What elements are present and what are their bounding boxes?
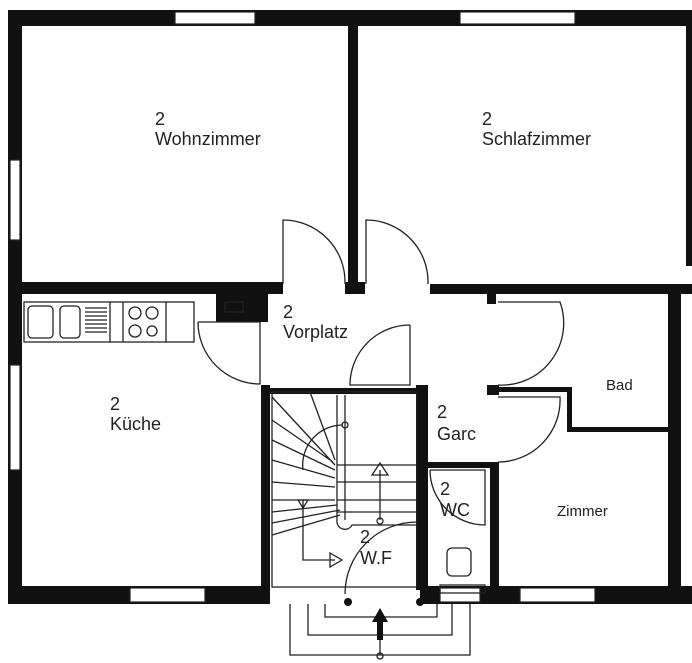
garderobe-label: Garc [437,424,476,444]
schlafzimmer-label: Schlafzimmer [482,129,591,149]
stair-arrow-down [302,500,344,569]
burner-icon [128,306,142,320]
staircase [271,391,418,588]
stair-arrow-up [370,461,390,520]
room-labels: 2 Wohnzimmer 2 Schlafzimmer 2 Vorplatz 2… [110,109,633,568]
door-entrance [344,521,418,595]
sink-icon [59,305,81,339]
burner-icon [146,325,158,337]
vorplatz-label: Vorplatz [283,322,348,342]
door-wc [429,469,486,526]
kueche-number: 2 [110,394,120,414]
window [439,587,481,603]
door-kueche [197,321,261,385]
windfang-label: W.F [360,548,392,568]
entrance-arrow-icon [372,608,388,640]
vorplatz-number: 2 [283,302,293,322]
kueche-label: Küche [110,414,161,434]
zimmer-label: Zimmer [557,503,608,520]
entrance-steps [289,598,471,660]
door-windfang [349,324,411,386]
schlafzimmer-number: 2 [482,109,492,129]
door-zimmer [497,396,561,463]
wc-number: 2 [440,479,450,499]
window [174,11,256,25]
drainboard [85,307,107,333]
garderobe-number: 2 [437,402,447,422]
window [9,159,21,241]
wohnzimmer-label: Wohnzimmer [155,129,261,149]
bad-label: Bad [606,377,633,394]
window [519,587,596,603]
door-wohnzimmer [282,219,346,285]
door-bad [497,301,565,386]
burner-icon [145,306,159,320]
window [459,11,576,25]
burner-icon [128,324,142,338]
doors [197,219,565,595]
sink-icon [27,305,54,339]
window [129,587,206,603]
kitchen-counter [23,301,244,343]
door-schlafzimmer [365,219,429,285]
wc-label: WC [440,500,470,520]
windows [9,11,596,603]
window [9,364,21,471]
windfang-number: 2 [360,527,370,547]
wohnzimmer-number: 2 [155,109,165,129]
toilet-icon [439,547,486,594]
